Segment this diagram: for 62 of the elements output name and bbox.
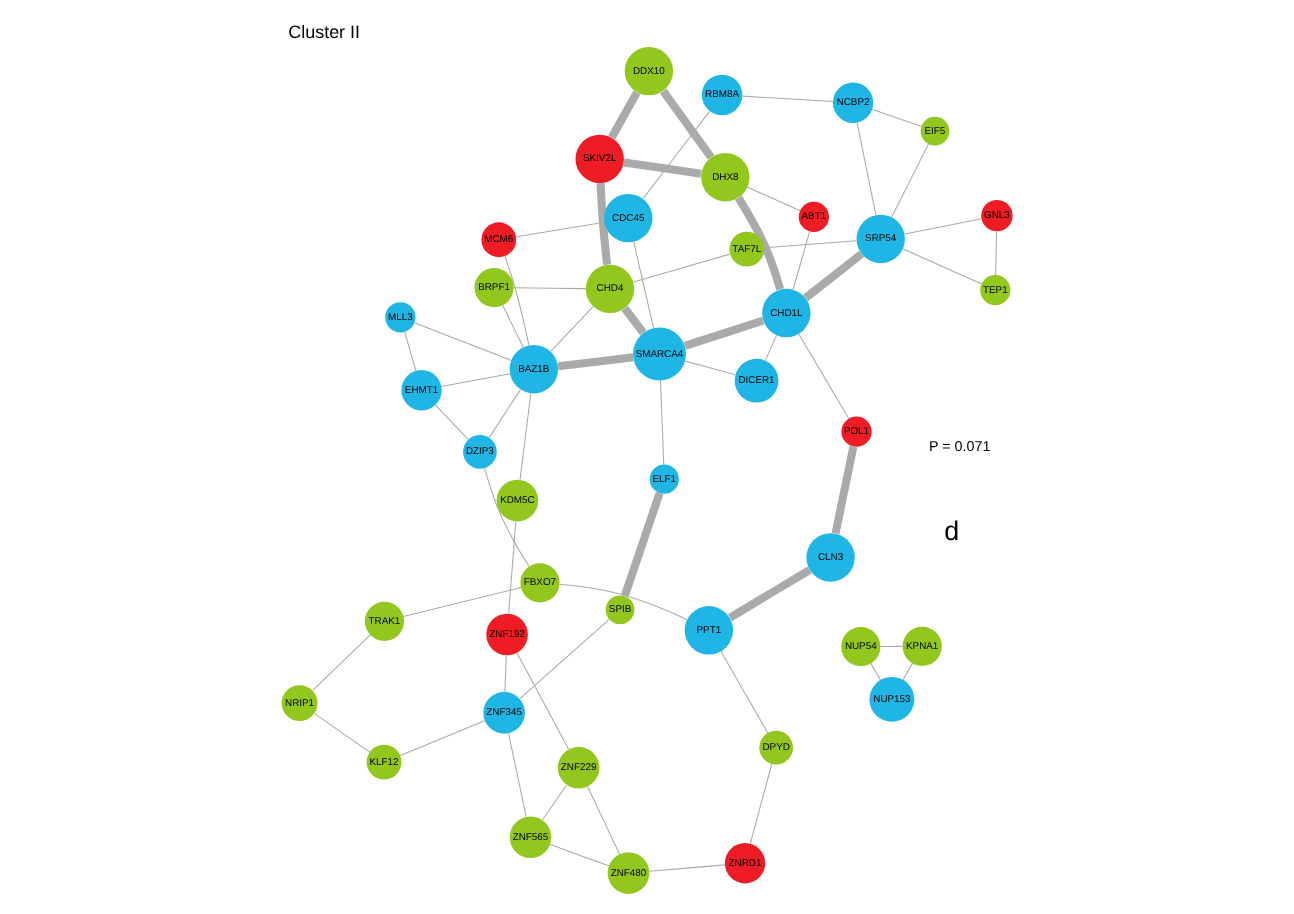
connector [516,652,570,750]
connector [620,491,664,598]
connector [660,88,715,160]
connector [742,95,834,103]
connector [488,389,522,439]
connector [747,186,801,212]
connector [312,634,371,691]
connector [880,645,903,648]
connector [749,763,773,845]
connector [871,108,922,127]
connector [995,230,998,276]
connector [515,221,605,238]
connector [549,844,610,867]
connector [502,304,524,348]
connector [891,143,929,218]
connector [856,122,877,216]
connector [798,333,850,420]
connector [508,521,517,615]
connector [507,732,527,818]
connector [734,195,785,291]
connector [633,241,655,329]
connector [902,248,983,285]
connector [504,255,530,346]
connector [633,253,731,283]
connector [513,287,587,290]
connector [484,467,530,568]
connector [402,587,522,618]
connector [440,373,511,388]
label: d [944,516,960,547]
connector [727,566,812,622]
connector [413,322,512,361]
connector [519,392,532,481]
connector [550,306,594,352]
connector [684,360,736,376]
connector [504,654,507,693]
connector [542,784,568,821]
connector [313,713,371,753]
connector [803,250,865,302]
connector [763,240,857,249]
connector [434,404,469,440]
connector [596,183,612,266]
connector [764,334,778,361]
connector [400,720,486,756]
connector [870,663,881,681]
connector [720,650,769,734]
connector [660,380,665,466]
connector [608,90,641,140]
connector [902,662,913,681]
connector [831,445,858,535]
connector [559,583,688,620]
connector [683,316,765,350]
connector [587,786,620,855]
connector [904,218,983,235]
connector [519,619,610,699]
connector [557,353,634,371]
diagram-title: Cluster II [288,21,361,42]
connector [792,231,811,291]
connector [623,158,702,178]
connector [404,331,417,372]
connector [621,305,647,336]
connector [649,864,726,872]
connector [642,110,711,200]
